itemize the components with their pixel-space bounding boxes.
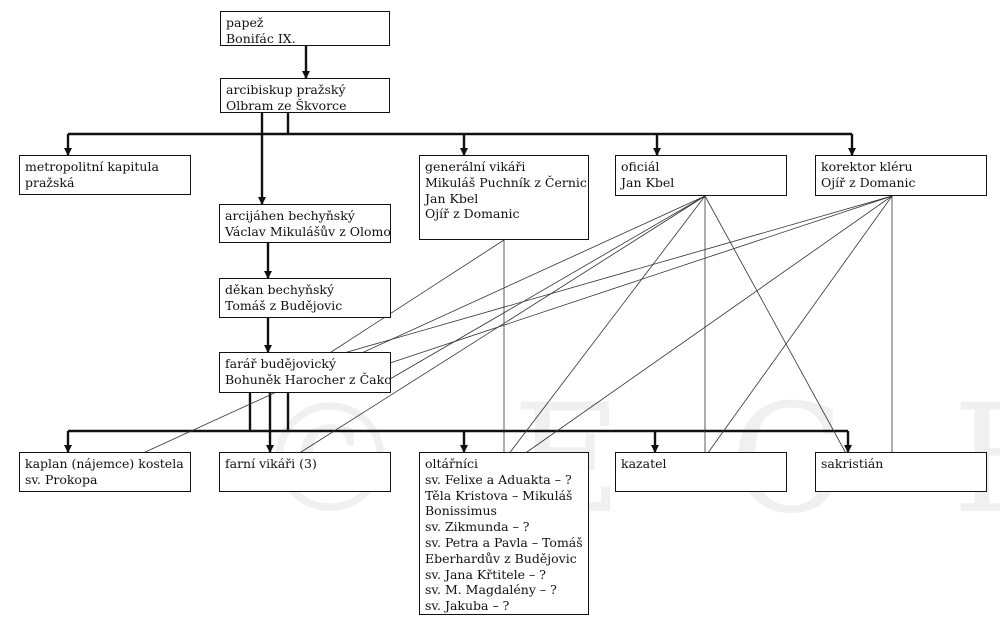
node-role-label: generální vikáři <box>425 159 526 174</box>
node-detail-line: Mikuláš Puchník z Černic <box>425 174 587 190</box>
thin-line-official-altarists <box>504 195 706 460</box>
node-detail-line: sv. Jana Křtitele – ? <box>425 566 546 582</box>
node-role-label: sakristián <box>821 456 884 471</box>
node-role-label: kazatel <box>621 456 667 471</box>
node-parish-vicars: farní vikáři (3) <box>219 452 391 492</box>
node-detail-line: Jan Kbel <box>621 174 675 190</box>
node-detail-line: Václav Mikulášův z Olomouce <box>225 223 391 239</box>
node-role-label: kaplan (nájemce) kostela <box>25 456 184 471</box>
thin-line-corrector-priest-a <box>329 195 893 358</box>
node-role-label: arcibiskup pražský <box>226 82 346 97</box>
thin-line-corrector-priest-b <box>389 195 893 364</box>
node-detail-line: Bonissimus <box>425 503 497 519</box>
node-role-label: děkan bechyňský <box>225 282 335 297</box>
node-detail-line: sv. Felixe a Aduakta – ? <box>425 471 572 487</box>
hierarchy-arrows <box>64 46 856 453</box>
jurisdiction-lines <box>129 195 893 460</box>
node-role-label: farář budějovický <box>225 356 337 371</box>
node-role-label: arcijáhen bechyňský <box>225 208 355 223</box>
thin-line-corrector-altarists <box>516 195 893 460</box>
thin-line-official-parish-priest <box>389 195 706 380</box>
node-detail-line: Ojíř z Domanic <box>821 174 916 190</box>
thin-line-corrector-preacher <box>704 195 893 458</box>
node-detail-line: Olbram ze Škvorce <box>226 97 347 113</box>
node-detail-line: sv. Petra a Pavla – Tomáš <box>425 534 583 550</box>
node-detail-line: Bohuněk Harocher z Čakova <box>225 371 391 387</box>
node-preacher: kazatel <box>615 452 787 492</box>
node-sacristan: sakristián <box>815 452 987 492</box>
node-detail-line: sv. M. Magdalény – ? <box>425 582 557 598</box>
node-detail-line: Bonifác IX. <box>226 30 296 46</box>
node-role-label: metropolitní kapitula <box>25 159 159 174</box>
node-role-label: papež <box>226 15 264 30</box>
thin-line-official-sacristan <box>704 195 849 458</box>
node-detail-line: pražská <box>25 174 75 190</box>
node-role-label: oltářníci <box>425 456 479 471</box>
node-detail-line: Těla Kristova – Mikuláš <box>425 487 573 503</box>
node-detail-line: Ojíř z Domanic <box>425 206 520 222</box>
node-detail-line: sv. Jakuba – ? <box>425 598 510 614</box>
thin-line-official-chaplain <box>129 195 706 460</box>
node-detail-line: Tomáš z Budějovic <box>225 297 343 313</box>
node-detail-line: sv. Prokopa <box>25 471 98 487</box>
node-detail-line: sv. Zikmunda – ? <box>425 519 530 535</box>
node-detail-line: Jan Kbel <box>425 190 479 206</box>
node-detail-line: Eberhardův z Budějovic <box>425 550 577 566</box>
node-role-label: korektor kléru <box>821 159 913 174</box>
node-role-label: farní vikáři (3) <box>225 456 317 471</box>
thin-line-vicars-parish-priest <box>324 239 505 357</box>
node-role-label: oficiál <box>621 159 660 174</box>
